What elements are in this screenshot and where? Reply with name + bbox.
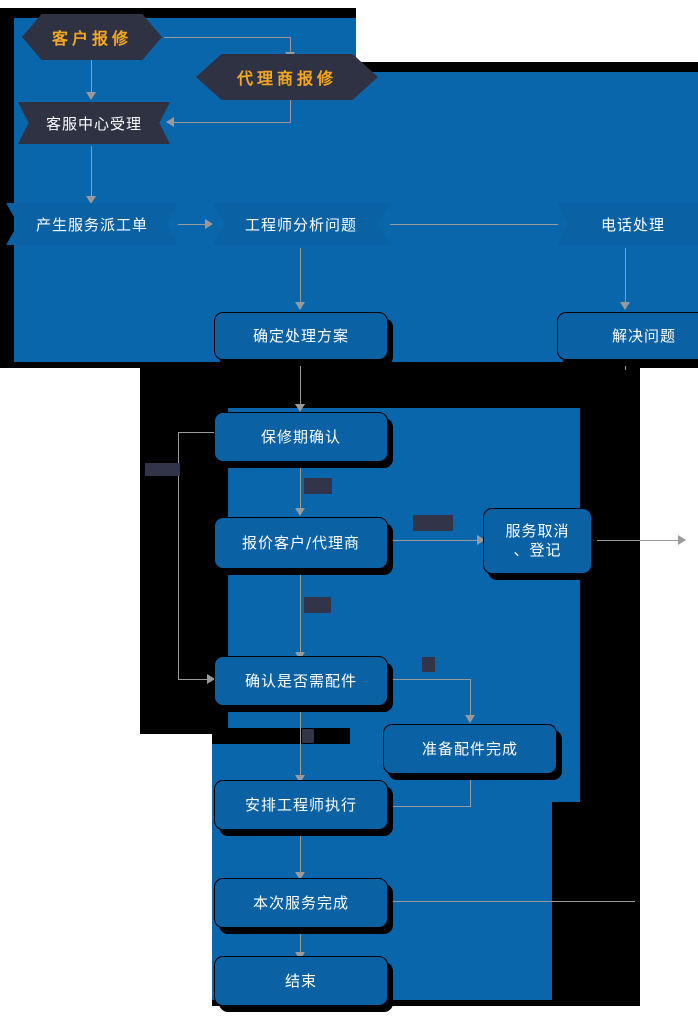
- edge-dispatch-to-engineer-arrow: [205, 219, 213, 229]
- node-dispatch-order-label: 产生服务派工单: [6, 203, 178, 245]
- node-end-label: 结束: [284, 971, 317, 990]
- edge-label-parts-yes: [422, 657, 435, 672]
- edge-parts-to-ready-h: [390, 679, 471, 680]
- node-agent-report[interactable]: 代理商报修: [196, 54, 382, 105]
- edge-label-quote-parts: [304, 597, 331, 613]
- edge-parts-to-assign-v: [300, 704, 301, 780]
- edge-assign-to-done-v: [300, 828, 301, 876]
- node-customer-report[interactable]: 客户报修: [22, 14, 166, 65]
- node-cancel-register[interactable]: 服务取消 、登记: [483, 508, 592, 574]
- node-customer-report-label: 客户报修: [22, 14, 162, 60]
- edge-quote-to-cancel-h: [390, 540, 482, 541]
- edge-loop-top-h: [178, 432, 214, 433]
- edge-solved-exit-v: [625, 358, 626, 370]
- node-parts-ready[interactable]: 准备配件完成: [383, 724, 557, 774]
- node-engineer-analyze-label: 工程师分析问题: [212, 203, 390, 245]
- edge-warranty-to-quote-v: [300, 460, 301, 512]
- node-agent-report-label: 代理商报修: [196, 54, 378, 100]
- edge-customer-to-center-arrow: [86, 92, 96, 100]
- edge-dispatch-to-engineer-h: [178, 224, 210, 225]
- node-service-done-label: 本次服务完成: [252, 893, 349, 912]
- edge-engineer-to-plan-v: [300, 248, 301, 308]
- node-define-plan-label: 确定处理方案: [252, 326, 349, 345]
- edge-quote-to-parts-v: [300, 568, 301, 656]
- edge-quote-to-cancel-arrow: [477, 535, 485, 545]
- edge-agent-to-center-arrow: [166, 117, 174, 127]
- node-engineer-analyze[interactable]: 工程师分析问题: [212, 203, 394, 250]
- edge-agent-to-center-h: [172, 122, 291, 123]
- edge-ready-to-assign-v: [470, 772, 471, 806]
- edge-customer-to-agent-v: [290, 37, 291, 55]
- edge-done-to-end-v: [300, 926, 301, 956]
- edge-parts-to-assign-arrow: [295, 775, 305, 783]
- edge-customer-to-agent-h: [164, 37, 290, 38]
- node-quote-customer-label: 报价客户/代理商: [241, 533, 361, 552]
- node-assign-engineer[interactable]: 安排工程师执行: [214, 780, 388, 830]
- edge-ready-to-assign-h: [390, 806, 471, 807]
- edge-phone-to-solved-v: [625, 248, 626, 308]
- node-service-center[interactable]: 客服中心受理: [18, 102, 174, 149]
- node-define-plan[interactable]: 确定处理方案: [214, 312, 388, 360]
- edge-plan-to-warranty-v: [300, 358, 301, 410]
- edge-warranty-to-quote-arrow: [295, 508, 305, 516]
- node-problem-solved[interactable]: 解决问题: [557, 312, 698, 360]
- node-cancel-register-label-line2: 、登记: [513, 541, 562, 559]
- edge-agent-to-center-v: [290, 96, 291, 122]
- node-service-center-label: 客服中心受理: [18, 102, 170, 144]
- node-warranty-confirm-label: 保修期确认: [260, 427, 341, 446]
- edge-plan-to-warranty-arrow: [295, 404, 305, 412]
- edge-label-quote-cancel: [413, 515, 453, 531]
- edge-loop-arrow: [207, 674, 215, 684]
- node-phone-handle-label: 电话处理: [557, 203, 698, 245]
- node-dispatch-order[interactable]: 产生服务派工单: [6, 203, 182, 250]
- edge-cancel-exit-h: [592, 540, 682, 541]
- edge-parts-to-ready-arrow: [465, 715, 475, 723]
- edge-assign-to-done-arrow: [295, 872, 305, 880]
- edge-customer-to-center-v: [91, 58, 92, 98]
- node-quote-customer[interactable]: 报价客户/代理商: [214, 517, 388, 569]
- node-need-parts[interactable]: 确认是否需配件: [214, 656, 388, 706]
- node-parts-ready-label: 准备配件完成: [421, 739, 518, 758]
- edge-center-to-dispatch-v: [91, 146, 92, 202]
- node-end[interactable]: 结束: [214, 956, 388, 1006]
- edge-label-warranty-quote: [304, 478, 332, 494]
- edge-parts-to-ready-v: [470, 679, 471, 719]
- edge-cancel-exit-arrow: [678, 535, 686, 545]
- node-need-parts-label: 确认是否需配件: [244, 671, 357, 690]
- node-phone-handle[interactable]: 电话处理: [557, 203, 698, 250]
- node-cancel-register-label-line1: 服务取消: [505, 522, 570, 541]
- edge-done-exit-h: [390, 901, 635, 902]
- node-warranty-confirm[interactable]: 保修期确认: [214, 412, 388, 462]
- edge-label-parts-no: [302, 729, 314, 743]
- edge-engineer-to-phone-h: [390, 224, 558, 225]
- node-service-done[interactable]: 本次服务完成: [214, 878, 388, 928]
- edge-phone-to-solved-arrow: [620, 302, 630, 310]
- edge-loop-bottom-h: [178, 679, 214, 680]
- edge-center-to-dispatch-arrow: [86, 196, 96, 204]
- edge-label-loop-left: [145, 463, 180, 476]
- edge-loop-v: [178, 432, 179, 680]
- node-problem-solved-label: 解决问题: [611, 326, 676, 345]
- edge-engineer-to-plan-arrow: [295, 302, 305, 310]
- node-assign-engineer-label: 安排工程师执行: [244, 795, 357, 814]
